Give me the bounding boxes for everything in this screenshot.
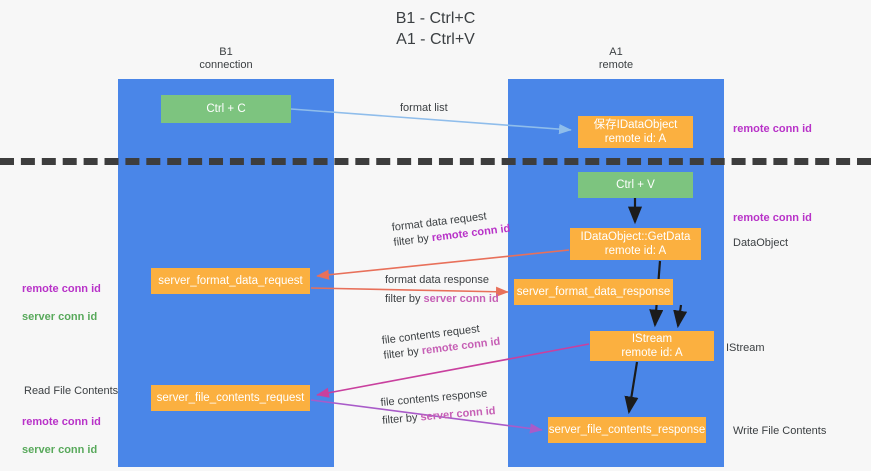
node-idataobject-getdata[interactable]: IDataObject::GetData remote id: A <box>570 228 701 260</box>
edge-label-format-data-response-line2: filter by server conn id <box>385 292 499 307</box>
column-header-b1: B1 connection <box>199 46 253 71</box>
edge-label-format-list-line1: format list <box>400 102 448 114</box>
ctrl-c-ctrl-v-divider <box>0 158 871 165</box>
annotation-remote-conn-id-top: remote conn id <box>733 123 812 135</box>
annotation-server-conn-id-2: server conn id <box>22 444 98 456</box>
edge-label-format-data-request: format data request filter by remote con… <box>391 207 511 251</box>
annotation-conn-ids-top: remote conn id server conn id <box>22 268 101 338</box>
filter-by-prefix: filter by <box>381 411 422 427</box>
annotation-remote-conn-id-mid: remote conn id <box>733 212 812 224</box>
filter-by-prefix: filter by <box>385 293 424 305</box>
edge-label-file-contents-response: file contents response filter by server … <box>380 386 496 429</box>
column-header-a1: A1 remote <box>598 46 634 71</box>
edge-label-file-contents-request: file contents request filter by remote c… <box>381 320 501 364</box>
node-server-file-contents-request[interactable]: server_file_contents_request <box>151 385 310 411</box>
node-server-file-contents-response[interactable]: server_file_contents_response <box>548 417 706 443</box>
filter-key-server-conn-id: server conn id <box>423 293 499 305</box>
node-save-idataobject[interactable]: 保存IDataObject remote id: A <box>578 116 693 148</box>
annotation-server-conn-id-1: server conn id <box>22 311 98 323</box>
annotation-remote-conn-id-2: remote conn id <box>22 416 101 428</box>
annotation-istream: IStream <box>726 342 765 354</box>
node-ctrl-v[interactable]: Ctrl + V <box>578 172 693 198</box>
annotation-remote-conn-id-1: remote conn id <box>22 283 101 295</box>
edge-label-format-list: format list <box>400 101 448 116</box>
diagram-title: B1 - Ctrl+C A1 - Ctrl+V <box>395 10 476 48</box>
annotation-dataobject: DataObject <box>733 237 789 249</box>
filter-key-server-conn-id: server conn id <box>420 405 496 424</box>
annotation-read-file-contents: Read File Contents <box>24 385 119 397</box>
edge-label-format-data-response-line1: format data response <box>385 274 489 286</box>
filter-by-prefix: filter by <box>382 345 423 362</box>
annotation-write-file-contents: Write File Contents <box>733 425 827 437</box>
node-ctrl-c[interactable]: Ctrl + C <box>161 95 291 123</box>
node-server-format-data-request[interactable]: server_format_data_request <box>151 268 310 294</box>
annotation-conn-ids-bottom: remote conn id server conn id <box>22 401 101 471</box>
node-istream[interactable]: IStream remote id: A <box>590 331 714 361</box>
edge-label-format-data-response: format data response filter by server co… <box>385 273 499 307</box>
filter-by-prefix: filter by <box>392 232 433 249</box>
node-server-format-data-response[interactable]: server_format_data_response <box>514 279 673 305</box>
